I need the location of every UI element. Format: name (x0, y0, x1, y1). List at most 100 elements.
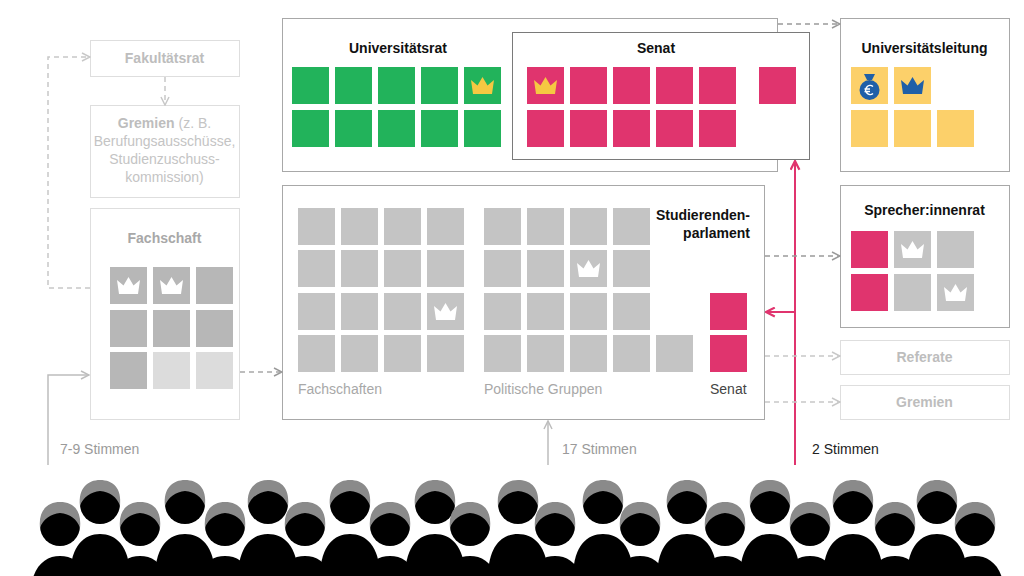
node-title: Referate (841, 348, 1008, 366)
student-figure (907, 480, 967, 576)
vote-label: 17 Stimmen (562, 440, 637, 458)
faculty-council-box: Fakultätsrat (90, 40, 240, 77)
seat-square (341, 293, 378, 330)
seat-square (484, 293, 521, 330)
seat-square (384, 335, 421, 372)
crown-icon (534, 77, 557, 94)
seat-square (341, 208, 378, 245)
speaker-council-box: Sprecher:innenrat (840, 185, 1010, 328)
seat-square (570, 208, 607, 245)
seat-square (527, 67, 564, 104)
group-label: Senat (710, 380, 747, 398)
flow-arrow (765, 355, 840, 357)
node-title: Senat (513, 39, 799, 57)
node-title: Fachschaft (91, 229, 238, 247)
text-block: Gremien(z. B. Berufungsausschüsse, Studi… (92, 114, 237, 186)
seat-square (656, 67, 693, 104)
seat-square (699, 67, 736, 104)
seat-square (335, 67, 372, 104)
seat-square (427, 293, 464, 330)
student-figure (695, 502, 755, 576)
seat-square (335, 110, 372, 147)
seat-square (851, 67, 888, 104)
senate-box: Senat (512, 32, 810, 160)
edge-layer (48, 24, 840, 402)
senate-seats (527, 67, 796, 147)
leadership-seats (851, 67, 974, 147)
seat-square (384, 208, 421, 245)
department-box: Referate (840, 340, 1010, 375)
student-figure (440, 502, 500, 576)
seat-square (570, 293, 607, 330)
seat-square (613, 335, 650, 372)
seat-square (570, 335, 607, 372)
seat-square (110, 267, 147, 304)
vote-label: 7-9 Stimmen (60, 440, 139, 458)
university-council-seats (292, 67, 501, 147)
vote-line (547, 421, 549, 465)
seat-square (196, 267, 233, 304)
student-figure (610, 502, 670, 576)
seat-square (937, 231, 974, 268)
seat-square (464, 110, 501, 147)
vote-line (766, 311, 795, 313)
seat-square (613, 110, 650, 147)
student-figure (70, 480, 130, 576)
seat-square (710, 293, 747, 330)
students-crowd (30, 480, 1005, 576)
student-figure (823, 480, 883, 576)
seat-square (421, 67, 458, 104)
money-bag-icon (860, 74, 880, 100)
seat-square (298, 208, 335, 245)
group-label: Politische Gruppen (484, 380, 602, 398)
seat-square (527, 335, 564, 372)
seat-square (484, 335, 521, 372)
seat-square (613, 67, 650, 104)
seat-square (527, 293, 564, 330)
parliament-faculty-seats (298, 208, 464, 372)
seat-square (759, 67, 796, 104)
seat-square (153, 352, 190, 389)
student-figure (195, 502, 255, 576)
crown-icon (471, 77, 494, 94)
flow-arrow (765, 255, 840, 257)
student-figure (275, 502, 335, 576)
seat-square (341, 335, 378, 372)
student-council-seats (110, 267, 233, 389)
crown-icon (944, 284, 967, 301)
parliament-political-seats (484, 208, 693, 372)
leadership-box: Universitätsleitung (840, 18, 1010, 172)
seat-square (527, 250, 564, 287)
student-figure (525, 502, 585, 576)
student-figure (573, 480, 633, 576)
vote-line (794, 161, 796, 465)
seat-square (527, 110, 564, 147)
speaker-council-seats (851, 231, 974, 311)
student-figure (238, 480, 298, 576)
vote-label: 2 Stimmen (812, 440, 879, 458)
seat-square (851, 231, 888, 268)
flow-arrow (765, 401, 840, 403)
seat-square (378, 67, 415, 104)
vote-lines (48, 161, 795, 465)
student-figure (320, 480, 380, 576)
flow-arrow (240, 371, 282, 373)
node-title: Fakultätsrat (91, 49, 238, 67)
student-figure (360, 502, 420, 576)
seat-square (894, 274, 931, 311)
flow-arrow (778, 23, 840, 25)
seat-square (937, 274, 974, 311)
student-figure (945, 502, 1005, 576)
seat-square (292, 67, 329, 104)
seat-square (613, 250, 650, 287)
seat-square (110, 310, 147, 347)
parliament-box: Studierenden- parlamentFachschaftenPolit… (282, 185, 765, 420)
seat-square (527, 208, 564, 245)
student-figure (740, 480, 800, 576)
student-figure (405, 480, 465, 576)
node-title: Gremien (118, 115, 175, 131)
seat-square (613, 208, 650, 245)
student-figure (780, 502, 840, 576)
seat-square (484, 250, 521, 287)
